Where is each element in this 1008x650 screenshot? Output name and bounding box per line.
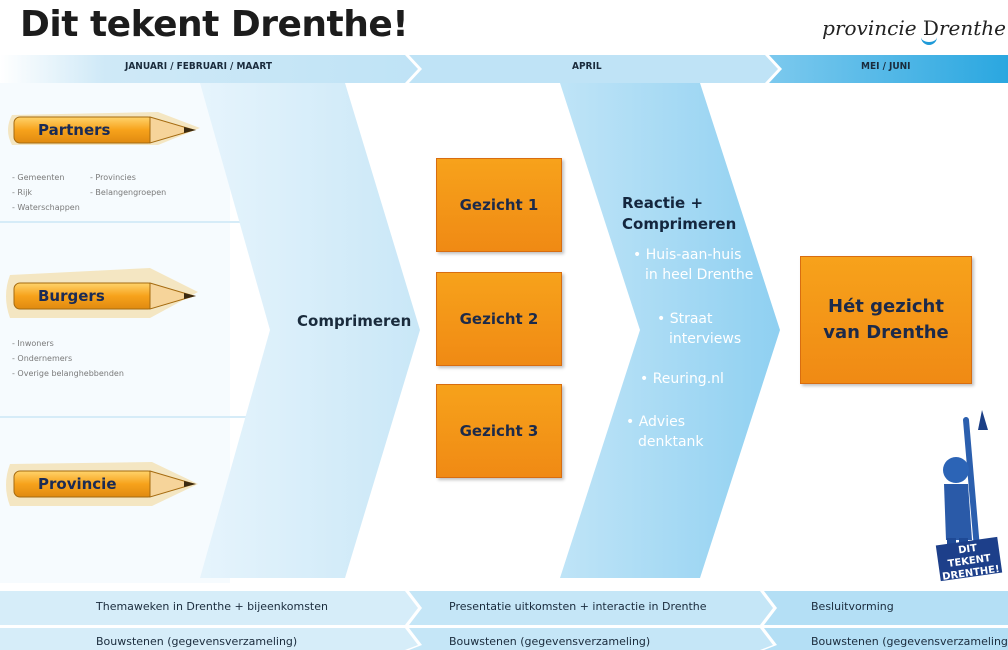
logo-initial: D <box>920 16 939 45</box>
bottom-row1-text-1: Themaweken in Drenthe + bijeenkomsten <box>96 600 328 613</box>
pencil-burgers <box>6 268 198 318</box>
reaction-title: Reactie + Comprimeren <box>622 194 737 233</box>
bottom-row2-seg3 <box>764 628 1008 650</box>
chevron-compress <box>200 83 420 578</box>
burgers-list: - Inwoners - Ondernemers - Overige belan… <box>12 339 124 378</box>
bottom-row1-seg3 <box>764 591 1008 625</box>
bottom-row1-text-3: Besluitvorming <box>811 600 894 613</box>
logo-rest: renthe <box>938 16 1006 40</box>
face-box-2: Gezicht 2 <box>436 272 562 366</box>
reaction-bullet-2: • Straat interviews <box>657 311 742 347</box>
bottom-row2-seg2 <box>409 628 773 650</box>
final-face-box: Hét gezicht van Drenthe <box>800 256 972 384</box>
pencil-partners <box>8 112 200 145</box>
group-label-partners: Partners <box>38 121 111 139</box>
group-label-burgers: Burgers <box>38 287 105 305</box>
logo-prefix: provincie <box>822 16 917 40</box>
bottom-row2-seg1 <box>0 628 418 650</box>
reaction-bullet-4: • Advies denktank <box>626 414 704 450</box>
bottom-row2-text-3: Bouwstenen (gegevensverzameling) <box>811 635 1008 648</box>
phase-arrow-2 <box>409 55 778 83</box>
bottom-row1-text-2: Presentatie uitkomsten + interactie in D… <box>449 600 707 613</box>
dit-tekent-badge: DIT TEKENT DRENTHE! <box>935 536 1003 583</box>
phase-arrow-3 <box>769 55 1008 83</box>
page-title: Dit tekent Drenthe! <box>20 4 409 45</box>
face-box-3: Gezicht 3 <box>436 384 562 478</box>
bottom-row2-text-1: Bouwstenen (gegevensverzameling) <box>96 635 298 648</box>
phase-header <box>0 55 1008 83</box>
phase-label-1: JANUARI / FEBRUARI / MAART <box>125 61 272 72</box>
bottom-bars <box>0 591 1008 650</box>
bottom-row1-seg1 <box>0 591 418 625</box>
phase-label-2: APRIL <box>572 61 602 72</box>
bottom-row2-text-2: Bouwstenen (gegevensverzameling) <box>449 635 651 648</box>
reaction-bullet-1: • Huis-aan-huis in heel Drenthe <box>633 247 754 283</box>
pencil-provincie <box>6 462 198 506</box>
phase-label-3: MEI / JUNI <box>861 61 911 72</box>
compress-label: Comprimeren <box>297 312 412 330</box>
chevron-reaction <box>560 83 780 578</box>
reaction-bullet-3: • Reuring.nl <box>640 371 724 387</box>
partners-list-col2: - Provincies - Belangengroepen <box>90 173 167 197</box>
phase-arrow-1 <box>0 55 418 83</box>
group-label-provincie: Provincie <box>38 475 117 493</box>
bottom-row1-seg2 <box>409 591 773 625</box>
face-box-1: Gezicht 1 <box>436 158 562 252</box>
partners-list-col1: - Gemeenten - Rijk - Waterschappen <box>12 173 80 212</box>
